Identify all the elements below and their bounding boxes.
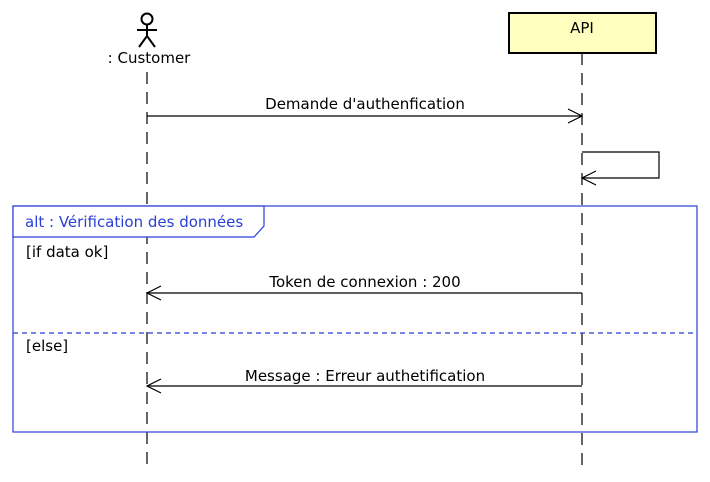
alt-operator-tab xyxy=(12,205,265,238)
guard-else: [else] xyxy=(26,337,68,355)
arrowhead-icon xyxy=(580,170,597,186)
alt-operator-label: alt : Vérification des données xyxy=(25,213,243,231)
customer-label: : Customer xyxy=(108,49,192,67)
message-4-label: Message : Erreur authetification xyxy=(245,367,485,385)
actor-right-leg xyxy=(146,35,156,48)
message-demande-authentification[interactable] xyxy=(147,108,584,124)
message-1-label: Demande d'authenfication xyxy=(265,95,465,113)
arrowhead-icon xyxy=(145,378,162,394)
message-3-label: Token de connexion : 200 xyxy=(268,273,460,291)
message-self-call[interactable] xyxy=(580,151,660,186)
guard-if-data-ok: [if data ok] xyxy=(26,243,108,261)
api-box[interactable] xyxy=(508,12,657,54)
alt-fragment-frame xyxy=(12,205,698,433)
actor-left-leg xyxy=(138,35,148,48)
arrowhead-icon xyxy=(145,285,162,301)
actor-head xyxy=(140,12,154,26)
message-erreur-authentification[interactable] xyxy=(145,378,582,394)
api-label: API xyxy=(570,19,594,37)
customer-actor[interactable] xyxy=(137,12,157,48)
message-token-connexion[interactable] xyxy=(145,285,582,301)
arrowhead-icon xyxy=(567,108,584,124)
self-call-line xyxy=(582,151,660,179)
alt-fragment[interactable] xyxy=(12,205,698,433)
